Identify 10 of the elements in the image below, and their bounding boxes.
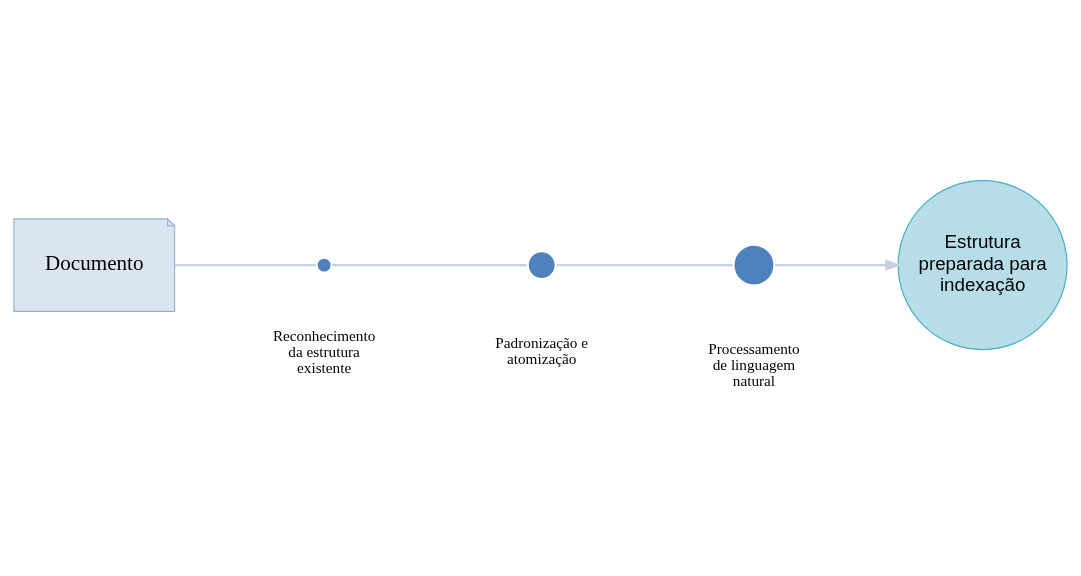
node-label: Reconhecimento da estrutura existente bbox=[272, 326, 376, 377]
node-circle bbox=[315, 256, 333, 274]
connector bbox=[331, 263, 527, 267]
arrow bbox=[775, 259, 902, 271]
node-label: Processamento de linguagem natural bbox=[708, 339, 800, 390]
node-circle bbox=[731, 242, 777, 288]
node-circle: Estrutura preparada para indexação bbox=[897, 180, 1068, 351]
connector bbox=[556, 263, 733, 267]
node-label: Padronização e atomização bbox=[495, 333, 588, 368]
connector bbox=[174, 263, 317, 267]
